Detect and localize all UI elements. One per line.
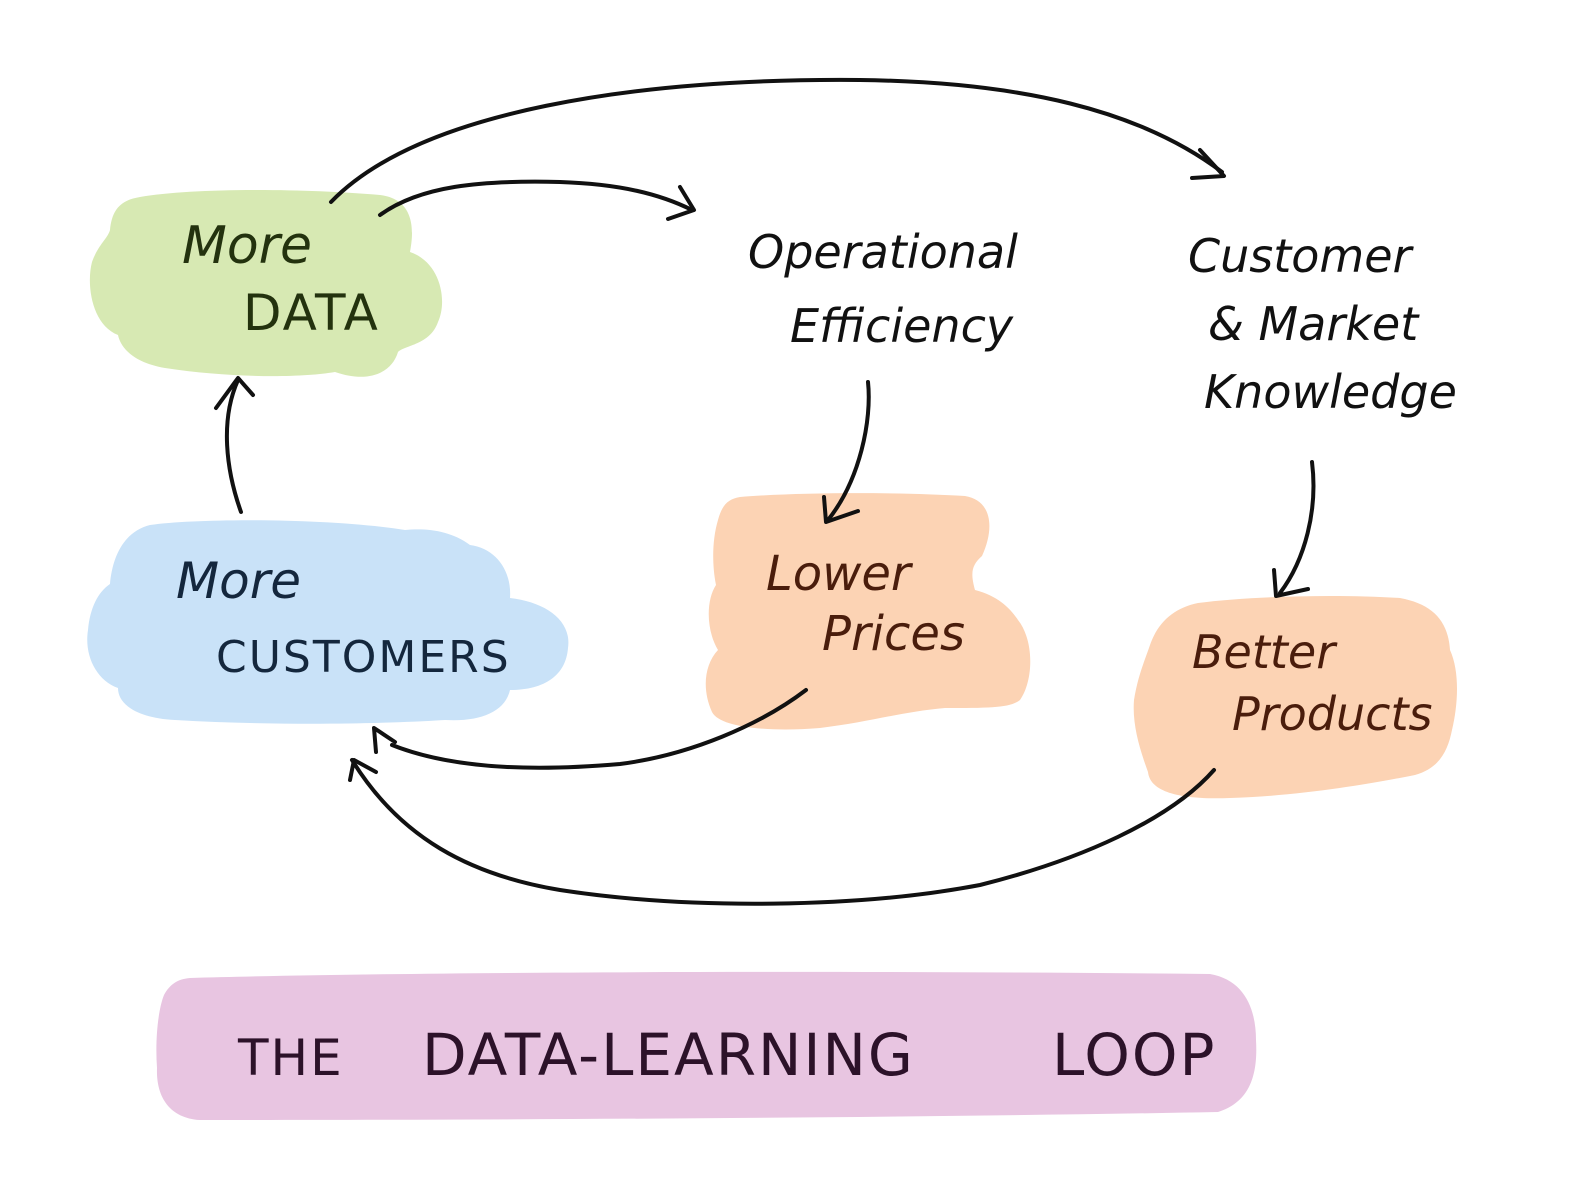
more-customers-line2: CUSTOMERS (216, 632, 511, 683)
more-customers-line1: More (176, 552, 301, 610)
diagram-title: THE DATA-LEARNING LOOP (237, 1021, 1217, 1089)
better-products-line2: Products (1232, 687, 1432, 741)
arrow-data-to-efficiency (378, 179, 696, 221)
title-word-the: THE (237, 1029, 344, 1087)
more-customers-label: More CUSTOMERS (176, 552, 511, 683)
customer-market-knowledge-line1: Customer (1188, 229, 1415, 283)
arrow-data-to-knowledge (329, 77, 1226, 204)
more-data-blob (89, 189, 443, 377)
customer-market-knowledge-label: Customer & Market Knowledge (1188, 229, 1457, 419)
arrow-efficiency-to-lower-prices (822, 380, 871, 524)
arrow-knowledge-to-better-products (1272, 460, 1316, 598)
operational-efficiency-label: Operational Efficiency (748, 225, 1018, 353)
lower-prices-blob (705, 493, 1031, 730)
title-word-loop: LOOP (1052, 1021, 1217, 1089)
operational-efficiency-line2: Efficiency (790, 299, 1014, 353)
more-customers-blob (87, 520, 569, 724)
better-products-label: Better Products (1192, 625, 1432, 741)
lower-prices-line2: Prices (822, 606, 965, 662)
customer-market-knowledge-line2: & Market (1208, 297, 1420, 351)
lower-prices-label: Lower Prices (766, 546, 965, 662)
arrow-better-products-to-customers (348, 758, 1216, 906)
better-products-blob (1133, 595, 1457, 799)
title-word-data-learning: DATA-LEARNING (422, 1021, 915, 1089)
more-data-label: More DATA (182, 216, 380, 342)
operational-efficiency-line1: Operational (748, 225, 1018, 279)
lower-prices-line1: Lower (766, 546, 914, 602)
more-data-line1: More (182, 216, 312, 276)
better-products-line1: Better (1192, 625, 1338, 679)
arrow-lower-prices-to-customers (372, 688, 808, 770)
arrow-customers-to-data (214, 376, 255, 514)
customer-market-knowledge-line3: Knowledge (1204, 365, 1457, 419)
more-data-line2: DATA (243, 284, 380, 342)
title-banner (156, 971, 1257, 1120)
